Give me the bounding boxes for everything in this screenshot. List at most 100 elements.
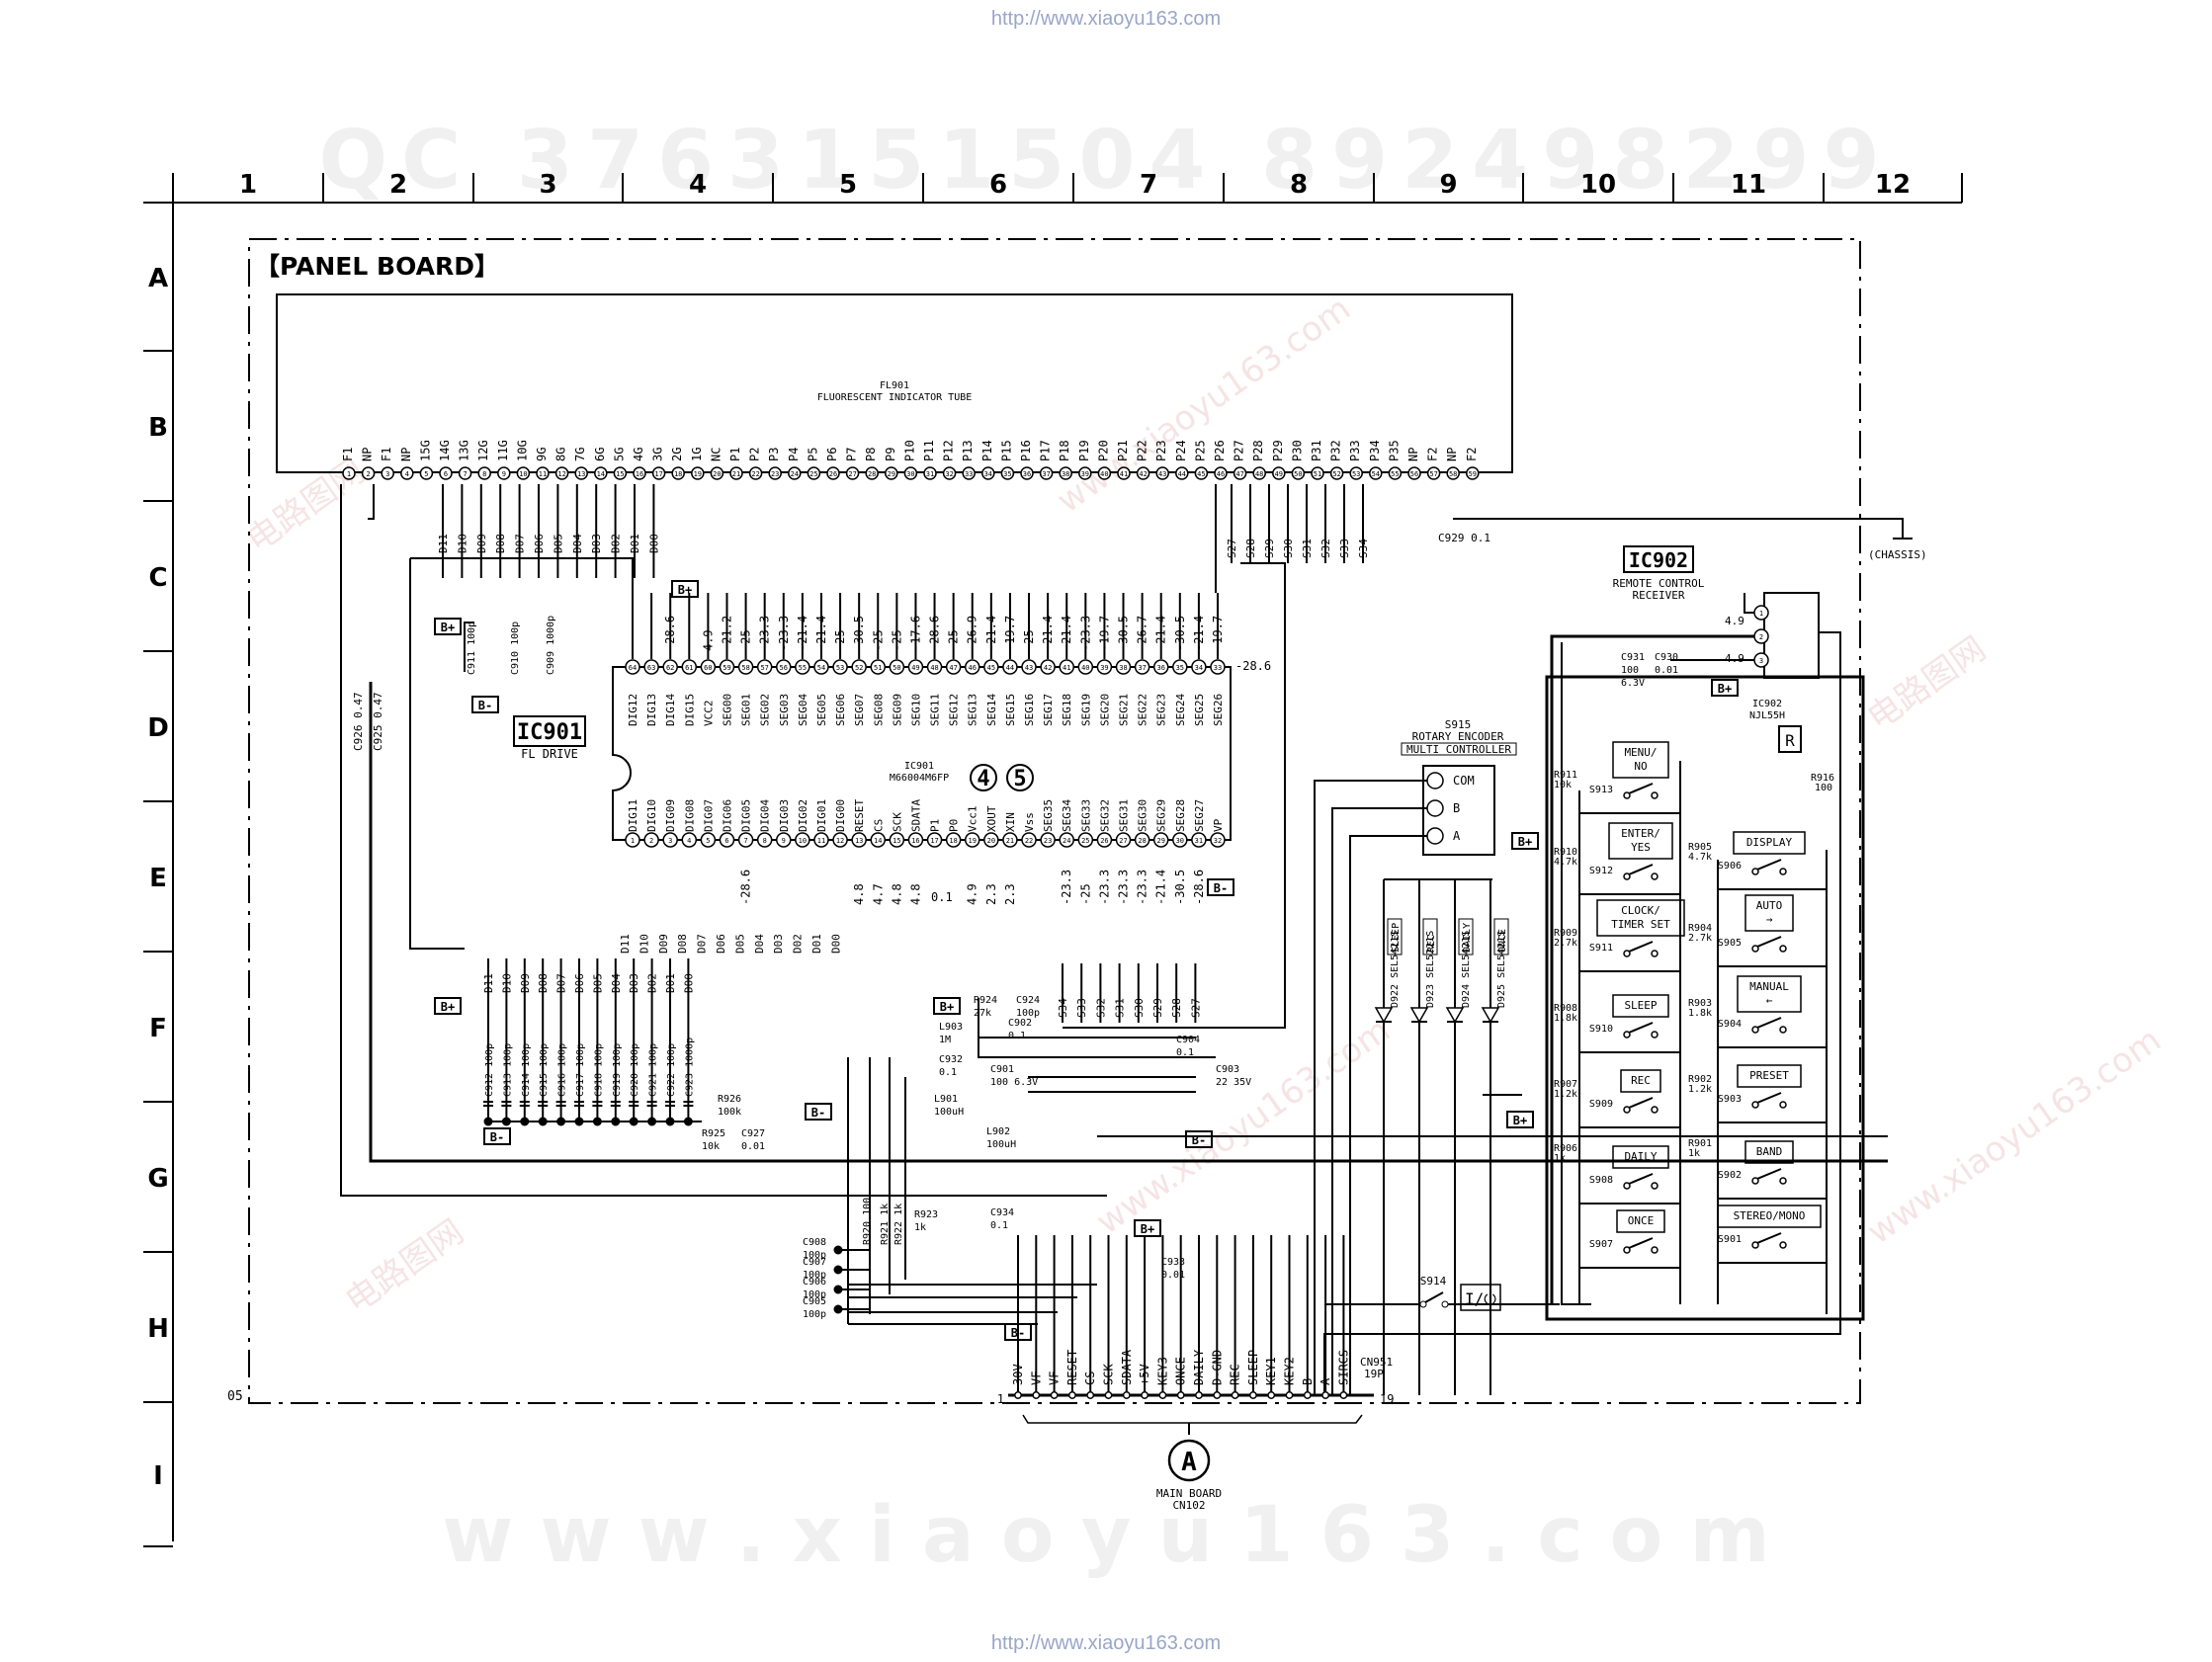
ic901-pin-name: SEG25 bbox=[1193, 694, 1206, 726]
wire bbox=[464, 622, 474, 672]
grid-cap-label: C914 100p bbox=[521, 1043, 532, 1097]
grid-line-name: D05 bbox=[591, 973, 604, 993]
ic901-pin-name: DIG15 bbox=[683, 694, 696, 726]
switch-label-box bbox=[1612, 994, 1669, 1018]
fl901-pin bbox=[1369, 466, 1383, 480]
ic901-pin-name: SEG29 bbox=[1155, 799, 1168, 832]
fl901-pin-name: P6 bbox=[825, 448, 839, 461]
ic902-pin bbox=[1753, 605, 1769, 621]
header-url[interactable]: http://www.xiaoyu163.com bbox=[990, 8, 1222, 30]
fl901-pin-name: P13 bbox=[961, 440, 975, 461]
s915-ref: S915 bbox=[1445, 718, 1472, 731]
ic901-ref-large: IC901 bbox=[517, 720, 582, 745]
grid-line-name: D07 bbox=[696, 934, 709, 954]
fl901-pin bbox=[594, 466, 608, 480]
row-label: H bbox=[147, 1314, 169, 1344]
s914-ref: S914 bbox=[1420, 1275, 1447, 1288]
ic901-bottom-pin bbox=[1040, 832, 1056, 848]
switch-label: AUTO bbox=[1756, 899, 1783, 912]
fl901-pin-name: P16 bbox=[1019, 440, 1033, 461]
r920-label: R920 100 bbox=[862, 1198, 873, 1245]
seg-line-name: S28 bbox=[1244, 539, 1257, 558]
c903-label: C903 bbox=[1216, 1064, 1239, 1075]
ic901-pin-number: 1 bbox=[631, 837, 635, 845]
led-label: SLEEP bbox=[1391, 923, 1402, 953]
ic902-name: REMOTE CONTROL bbox=[1613, 577, 1705, 590]
fl901-pin-number: 18 bbox=[674, 470, 682, 478]
ic901-pin-name: DIG11 bbox=[627, 799, 639, 832]
wire bbox=[340, 484, 1107, 1197]
switch-label-box bbox=[1737, 1064, 1802, 1088]
ic901-pin-name: XOUT bbox=[985, 805, 998, 832]
fl901-pin bbox=[516, 466, 531, 480]
fl901-pin-number: 45 bbox=[1197, 470, 1205, 478]
ic901-bottom-pin bbox=[1077, 832, 1094, 848]
switch-resistor-ref: R902 bbox=[1688, 1074, 1712, 1085]
cn951-pin-name: ONCE bbox=[1174, 1357, 1188, 1385]
supply-box bbox=[1134, 1219, 1161, 1237]
supply-box bbox=[671, 580, 699, 598]
ic901-pin-name: P1 bbox=[929, 819, 942, 832]
cn951-pin bbox=[1231, 1391, 1239, 1399]
ic902-pin-number: 1 bbox=[1759, 610, 1763, 618]
fl901-pin-number: 59 bbox=[1469, 470, 1477, 478]
switch-label: ENTER/ bbox=[1621, 827, 1660, 840]
fl901-pin-name: P26 bbox=[1213, 440, 1227, 461]
fl901-pin-number: 28 bbox=[868, 470, 876, 478]
switch-label: NO bbox=[1634, 760, 1647, 773]
fl901-pin-name: F1 bbox=[341, 448, 355, 461]
s915-name-box bbox=[1401, 742, 1517, 756]
fl901-pin bbox=[923, 466, 937, 480]
fl901-pin-name: 5G bbox=[612, 448, 626, 461]
fl901-pin-number: 32 bbox=[945, 470, 953, 478]
ic901-end-voltage: -28.6 bbox=[1235, 659, 1271, 673]
supply-box bbox=[434, 997, 462, 1015]
row-label: A bbox=[148, 264, 168, 293]
ic901-pin-number: 5 bbox=[706, 837, 710, 845]
ic901-pin-number: 25 bbox=[1081, 837, 1089, 845]
grid-line-name: D11 bbox=[437, 534, 450, 553]
fl901-pin-name: 13G bbox=[458, 440, 471, 461]
fl901-pin-name: NP bbox=[1406, 448, 1420, 461]
ic901-top-pin bbox=[945, 659, 962, 675]
ic901-voltage: 4.9 bbox=[966, 883, 979, 905]
cn951-pin-name: KEY3 bbox=[1155, 1357, 1169, 1385]
seg-line-name: S34 bbox=[1057, 998, 1069, 1018]
supply-label: B+ bbox=[1718, 682, 1732, 696]
cn951-pin bbox=[1267, 1391, 1276, 1399]
ic901-voltage: -17.6 bbox=[908, 616, 922, 651]
ic901-bottom-pin bbox=[737, 832, 754, 848]
ic901-pin-number: 9 bbox=[782, 837, 786, 845]
ic901-pin-name: SEG26 bbox=[1212, 694, 1225, 726]
ic902-voltage: 4.9 bbox=[1725, 615, 1744, 627]
fl901-pin-name: P31 bbox=[1310, 440, 1323, 461]
ic901-pin-number: 27 bbox=[1119, 837, 1127, 845]
led-label: REC bbox=[1426, 935, 1437, 953]
cn951-pin-name: CS bbox=[1083, 1371, 1097, 1385]
footer-url[interactable]: http://www.xiaoyu163.com bbox=[990, 1632, 1222, 1654]
ic901-voltage: -30.5 bbox=[1173, 870, 1187, 905]
fl901-pin-number: 21 bbox=[732, 470, 740, 478]
fl901-pin bbox=[1136, 466, 1150, 480]
grid-line-name: D06 bbox=[573, 973, 586, 993]
switch-contact bbox=[1751, 1177, 1759, 1185]
switch-contact bbox=[1623, 1106, 1631, 1114]
r924-label: 27k bbox=[974, 1008, 991, 1019]
ic901-voltage: -25 bbox=[833, 629, 847, 651]
ic901-pin-number: 43 bbox=[1025, 664, 1033, 672]
top-watermark: QC 3763151504 892498299 bbox=[318, 114, 1893, 208]
ic901-top-pin bbox=[832, 659, 848, 675]
side-watermark: 电路图网 bbox=[338, 1212, 470, 1322]
switch-ref: S912 bbox=[1589, 866, 1613, 876]
fl901-pin bbox=[1059, 466, 1072, 480]
fl901-pin bbox=[826, 466, 840, 480]
fl901-pin bbox=[1194, 466, 1209, 480]
c927-label: C927 bbox=[741, 1128, 765, 1139]
fl901-pin bbox=[1252, 466, 1266, 480]
fl901-pin bbox=[981, 466, 995, 480]
switch-ref: S902 bbox=[1718, 1170, 1742, 1181]
c908-label: C908 bbox=[803, 1237, 826, 1248]
r916-value: 100 bbox=[1815, 783, 1832, 793]
grid-cap-label: C921 100p bbox=[648, 1043, 659, 1097]
ic901-pin-number: 60 bbox=[704, 664, 712, 672]
